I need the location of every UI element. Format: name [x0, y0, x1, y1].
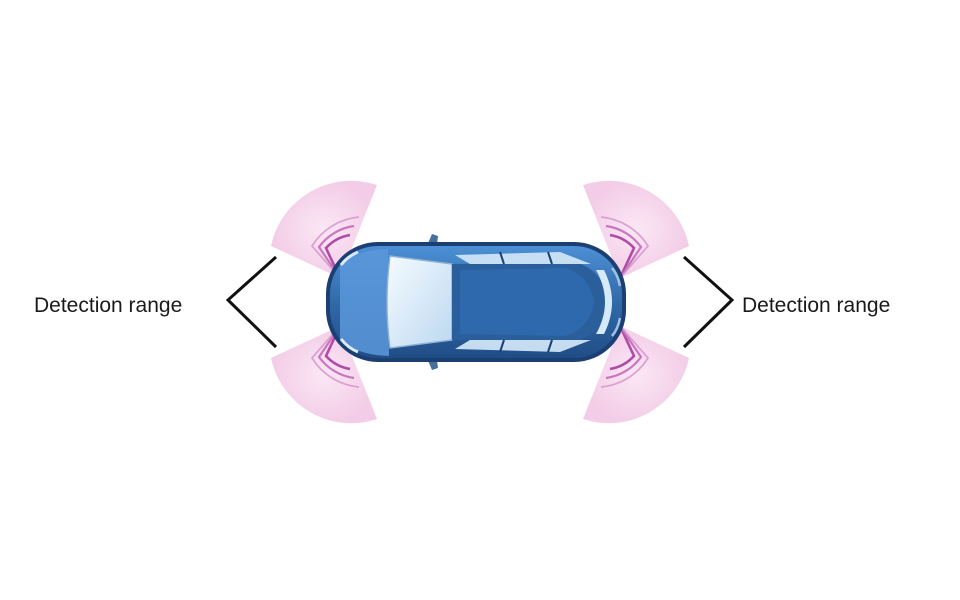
sensor-zone-rear-top: [583, 180, 689, 279]
detection-range-label-right: Detection range: [742, 294, 891, 317]
bracket-right: [682, 255, 735, 349]
sensor-zone-front-top: [271, 180, 377, 279]
detection-range-label-left: Detection range: [34, 294, 183, 317]
bracket-left: [225, 255, 278, 349]
car-top-view-icon: [326, 234, 626, 370]
sensor-zone-rear-bottom: [583, 325, 689, 424]
sensor-zone-front-bottom: [271, 325, 377, 424]
